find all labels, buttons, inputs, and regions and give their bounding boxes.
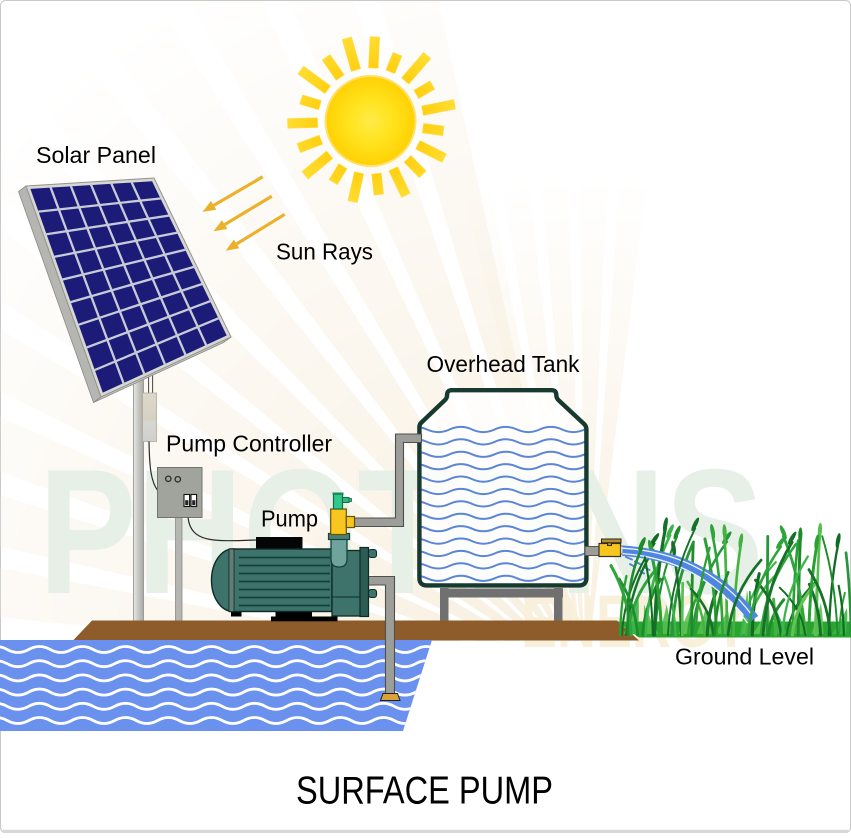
svg-text:Pump Controller: Pump Controller xyxy=(166,431,332,457)
svg-text:Overhead Tank: Overhead Tank xyxy=(427,351,580,377)
svg-text:SURFACE PUMP: SURFACE PUMP xyxy=(296,770,553,813)
svg-text:Sun Rays: Sun Rays xyxy=(276,239,373,265)
svg-text:Pump: Pump xyxy=(261,506,318,532)
svg-text:Solar Panel: Solar Panel xyxy=(36,142,156,168)
svg-text:Ground Level: Ground Level xyxy=(675,644,814,670)
